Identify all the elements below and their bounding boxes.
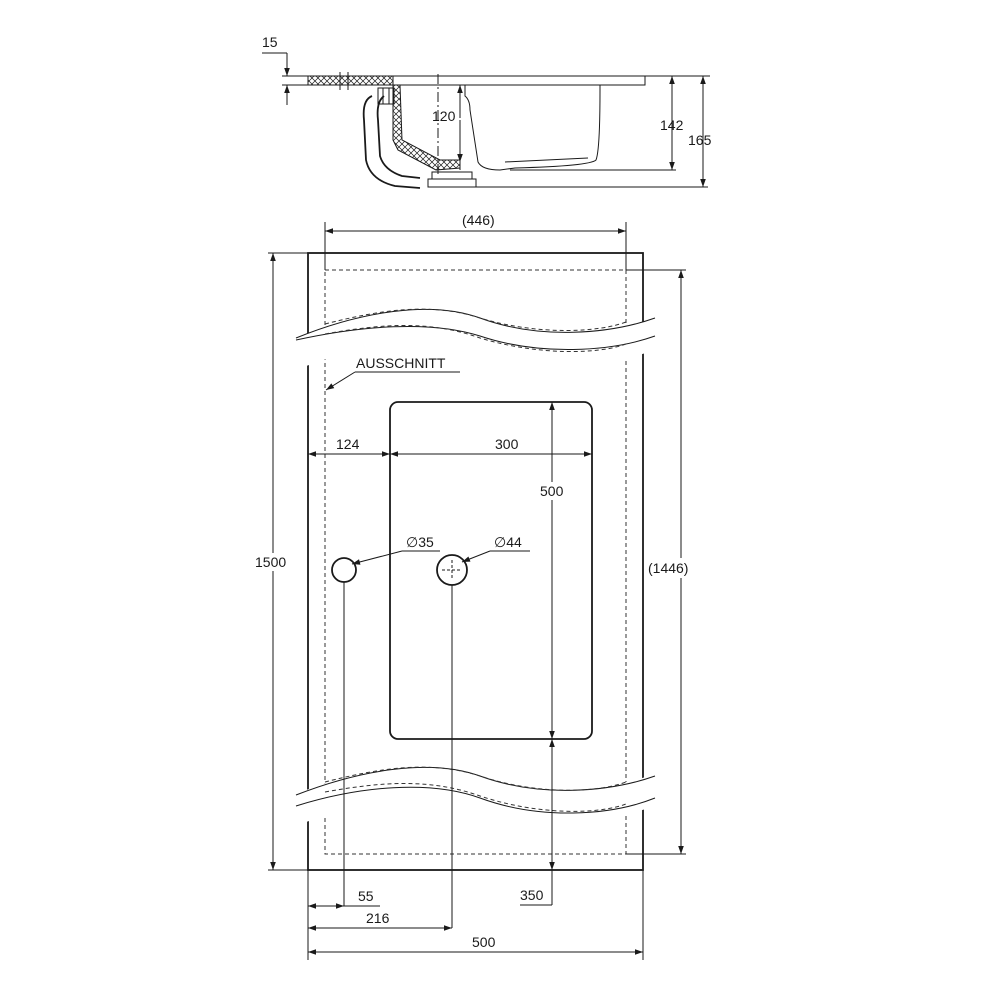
dim-1500-label-bg (252, 553, 294, 571)
cutout-break-top-1 (324, 308, 627, 331)
hole-44-leader (461, 550, 491, 563)
dim-500-total-label: 500 (472, 934, 496, 950)
dim-142-label: 142 (660, 117, 684, 133)
dim-15-label: 15 (262, 34, 278, 50)
cutout-break-bottom-2 (324, 783, 627, 812)
cutout-leader (325, 371, 356, 391)
dim-500-bowl-label: 500 (540, 483, 564, 499)
dim-1500-label: 1500 (255, 554, 286, 570)
hole-35-label: ∅35 (406, 534, 434, 550)
hole-44-label: ∅44 (494, 534, 522, 550)
dim-500-bowl-label-bg (538, 482, 570, 500)
bowl-outline (389, 401, 593, 740)
dim-55-label: 55 (358, 888, 374, 904)
slab-hatched-section (307, 75, 394, 86)
overflow-fitting (377, 87, 395, 105)
dim-300-label: 300 (495, 436, 519, 452)
break-line-bottom-2 (295, 786, 656, 814)
cutout-break-top-2 (324, 325, 627, 353)
cutout-break-bottom-1 (324, 766, 627, 791)
drain-pipe-inner (376, 95, 421, 179)
hole-35mm (331, 557, 357, 583)
dim-1446-label: (1446) (648, 560, 688, 576)
countertop-outline (307, 252, 644, 871)
drain-outlet-base (427, 178, 477, 188)
bowl-wall-section (392, 84, 461, 171)
break-mask-top (296, 309, 655, 370)
dim-1446-label-bg (648, 558, 710, 578)
bowl-floor-line (504, 157, 589, 163)
dim-216-label: 216 (366, 910, 390, 926)
break-line-top-3 (295, 325, 656, 350)
cutout-outline (324, 269, 627, 855)
hole-35-leader (351, 550, 403, 565)
dim-120-label: 120 (432, 108, 456, 124)
dim-165-label: 165 (688, 132, 712, 148)
break-mask-bottom (296, 765, 655, 826)
dim-124-label: 124 (336, 436, 360, 452)
drain-pipe-outer (362, 95, 421, 189)
plan-view: ∅35 ∅44 AUSSCHNITT (446) 1500 (1446) 124… (252, 212, 710, 960)
cutout-label: AUSSCHNITT (356, 355, 446, 371)
dim-446-label: (446) (462, 212, 495, 228)
bowl-inner-profile (464, 85, 601, 171)
section-view: 15 120 142 165 (262, 34, 712, 189)
dim-350-label: 350 (520, 887, 544, 903)
